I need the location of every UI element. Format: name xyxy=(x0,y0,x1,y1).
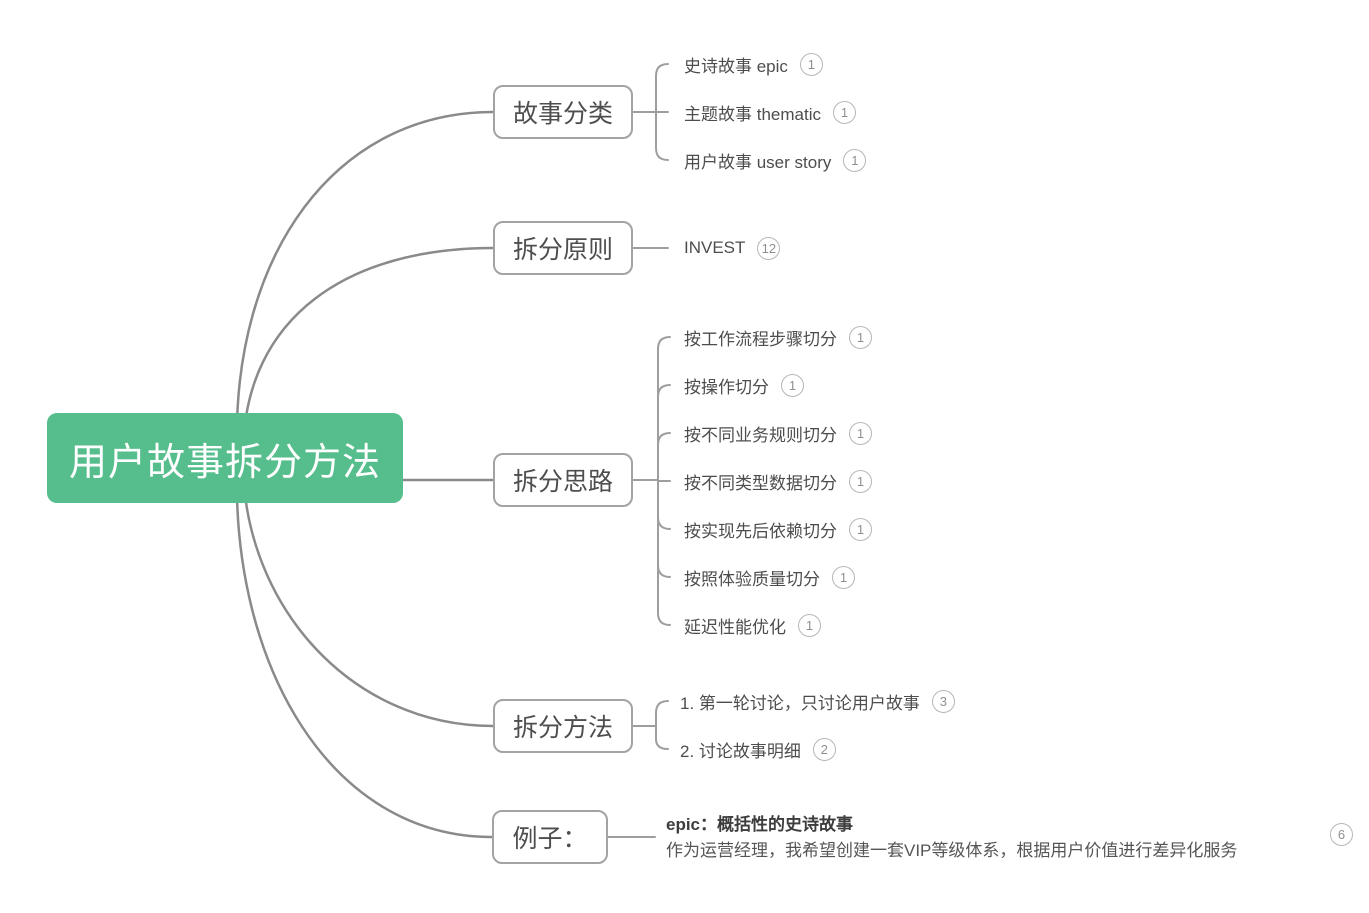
root-topic[interactable]: 用户故事拆分方法 xyxy=(47,413,403,503)
leaf-text: 按操作切分 xyxy=(684,377,769,397)
connector-to-user-story xyxy=(655,111,669,161)
leaf-text: 按不同业务规则切分 xyxy=(684,425,837,445)
count-badge: 1 xyxy=(849,421,872,445)
count-badge: 12 xyxy=(757,236,781,260)
branch-label: 拆分原则 xyxy=(512,236,613,264)
example-text: 作为运营经理，我希望创建一套VIP等级体系，根据用户价值进行差异化服务 xyxy=(666,841,1238,860)
connector-to-split-by-dependency xyxy=(657,516,671,530)
connector-to-detail-discussion xyxy=(655,725,669,750)
leaf-text: INVEST xyxy=(684,238,746,257)
branch-label: 拆分方法 xyxy=(512,714,613,742)
leaf-text: 按不同类型数据切分 xyxy=(684,473,837,493)
connector-root-to-split-methods xyxy=(241,463,495,728)
leaf-topic-split-by-business-rule[interactable]: 按不同业务规则切分 1 xyxy=(684,418,872,448)
leaf-text: 主题故事 thematic xyxy=(684,104,821,124)
count-badge: 1 xyxy=(832,100,856,124)
leaf-topic-example-content[interactable]: epic：概括性的史诗故事 作为运营经理，我希望创建一套VIP等级体系，根据用户… xyxy=(666,812,1237,864)
leaf-text: 史诗故事 epic xyxy=(684,56,788,76)
count-badge: 1 xyxy=(849,325,872,349)
example-title: epic：概括性的史诗故事 xyxy=(666,815,854,834)
leaf-text: 用户故事 user story xyxy=(684,152,832,172)
leaf-text: 按工作流程步骤切分 xyxy=(684,329,837,349)
count-badge: 1 xyxy=(799,52,823,76)
count-badge: 1 xyxy=(849,469,872,493)
connector-to-first-round xyxy=(655,700,669,727)
leaf-text: 按照体验质量切分 xyxy=(684,569,820,589)
leaf-text: 延迟性能优化 xyxy=(684,617,786,637)
leaf-topic-split-by-operation[interactable]: 按操作切分 1 xyxy=(684,370,804,400)
count-badge: 1 xyxy=(843,148,867,172)
connector-root-to-example xyxy=(235,466,494,839)
leaf-text: 2. 讨论故事明细 xyxy=(680,741,801,761)
leaf-topic-first-round-discussion[interactable]: 1. 第一轮讨论，只讨论用户故事 3 xyxy=(680,686,955,716)
leaf-topic-split-by-data-type[interactable]: 按不同类型数据切分 1 xyxy=(684,466,872,496)
leaf-topic-defer-performance[interactable]: 延迟性能优化 1 xyxy=(684,610,821,640)
leaf-topic-invest[interactable]: INVEST 12 xyxy=(684,233,781,263)
branch-label: 拆分思路 xyxy=(512,468,613,496)
leaf-topic-split-by-workflow[interactable]: 按工作流程步骤切分 1 xyxy=(684,322,872,352)
leaf-topic-split-by-quality[interactable]: 按照体验质量切分 1 xyxy=(684,562,855,592)
leaf-text: 1. 第一轮讨论，只讨论用户故事 xyxy=(680,693,920,713)
count-badge: 1 xyxy=(798,613,821,637)
count-badge: 3 xyxy=(931,689,955,713)
connector-to-split-by-operation xyxy=(657,384,671,398)
count-badge: 6 xyxy=(1330,823,1353,846)
branch-label: 故事分类 xyxy=(512,100,613,128)
leaf-text: 按实现先后依赖切分 xyxy=(684,521,837,541)
connector-root-to-split-principles xyxy=(241,246,495,454)
branch-topic-story-classification[interactable]: 故事分类 xyxy=(493,85,633,139)
leaf-topic-epic[interactable]: 史诗故事 epic 1 xyxy=(684,49,823,79)
branch-topic-split-methods[interactable]: 拆分方法 xyxy=(493,699,633,753)
leaf-topic-split-by-dependency[interactable]: 按实现先后依赖切分 1 xyxy=(684,514,872,544)
connector-to-epic xyxy=(655,63,669,113)
count-badge: 1 xyxy=(781,373,804,397)
connector-to-split-by-quality xyxy=(657,564,671,578)
leaf-topic-user-story[interactable]: 用户故事 user story 1 xyxy=(684,145,867,175)
branch-topic-split-ideas[interactable]: 拆分思路 xyxy=(493,453,633,507)
leaf-topic-detail-discussion[interactable]: 2. 讨论故事明细 2 xyxy=(680,734,836,764)
branch-label: 例子： xyxy=(512,825,588,853)
connector-to-split-by-business-rule xyxy=(657,432,671,446)
root-topic-label: 用户故事拆分方法 xyxy=(68,441,381,484)
count-badge: 1 xyxy=(832,565,855,589)
count-badge: 2 xyxy=(812,737,836,761)
connector-root-to-story-classification xyxy=(235,110,495,452)
leaf-topic-thematic[interactable]: 主题故事 thematic 1 xyxy=(684,97,856,127)
branch-topic-example[interactable]: 例子： xyxy=(492,810,608,864)
branch-topic-split-principles[interactable]: 拆分原则 xyxy=(493,221,633,275)
count-badge: 1 xyxy=(849,517,872,541)
